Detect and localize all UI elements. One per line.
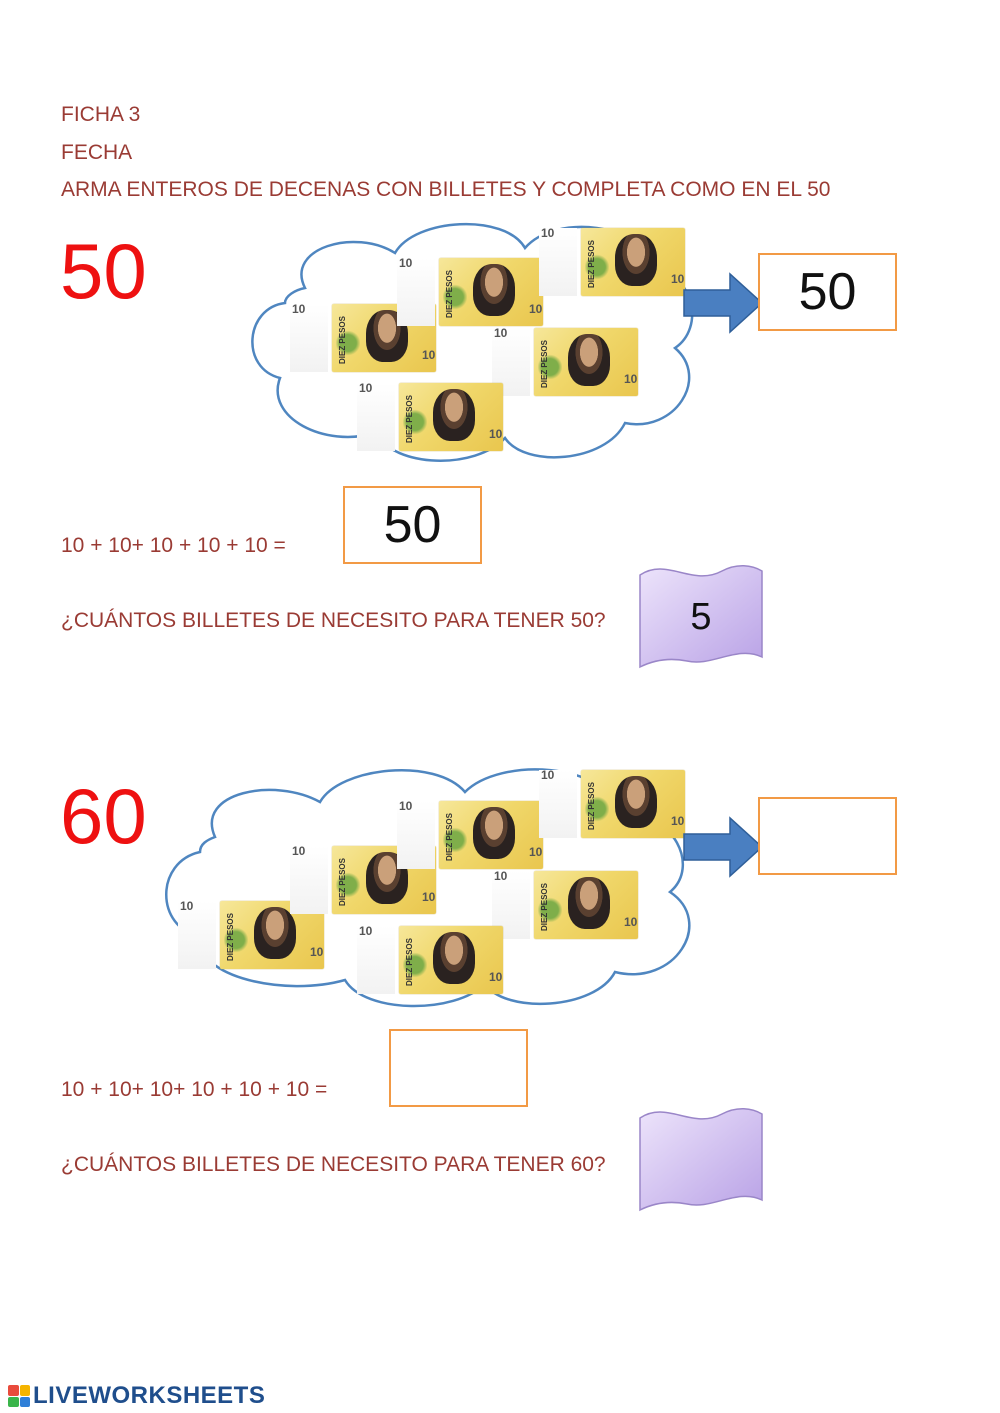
ten-peso-bill[interactable]: DIEZ PESOS 10 10	[176, 893, 326, 971]
banner-answer-slot	[637, 1104, 765, 1216]
sum-answer-input-60[interactable]	[391, 1030, 526, 1106]
liveworksheets-logo: LIVEWORKSHEETS	[8, 1382, 265, 1410]
answer-banner-60[interactable]	[637, 1104, 765, 1216]
sum-expression-60: 10 + 10+ 10+ 10 + 10 + 10 =	[61, 1078, 328, 1101]
question-60: ¿CUÁNTOS BILLETES DE NECESITO PARA TENER…	[61, 1153, 606, 1176]
sum-expression-50: 10 + 10+ 10 + 10 + 10 =	[61, 534, 286, 557]
target-number-60: 60	[60, 772, 147, 860]
result-box-50[interactable]: 50	[758, 253, 897, 331]
instruction-text: ARMA ENTEROS DE DECENAS CON BILLETES Y C…	[61, 178, 831, 201]
ten-peso-bill[interactable]: DIEZ PESOS 10 10	[490, 863, 640, 941]
target-number-50: 50	[60, 227, 147, 315]
right-arrow-icon	[683, 816, 764, 878]
banner-answer-value: 5	[690, 595, 712, 638]
question-50: ¿CUÁNTOS BILLETES DE NECESITO PARA TENER…	[61, 609, 606, 632]
banner-answer-input-60[interactable]	[659, 1137, 743, 1183]
sum-answer-value: 50	[383, 496, 442, 554]
result-value: 50	[798, 263, 857, 321]
ten-peso-bill[interactable]: DIEZ PESOS 10 10	[490, 320, 640, 398]
ten-peso-bill[interactable]: DIEZ PESOS 10 10	[355, 918, 505, 996]
ten-peso-bill[interactable]: DIEZ PESOS 10 10	[395, 250, 545, 328]
worksheet-number: FICHA 3	[61, 103, 141, 126]
sum-answer-box-50[interactable]: 50	[343, 486, 482, 564]
date-label: FECHA	[61, 141, 133, 164]
ten-peso-bill[interactable]: DIEZ PESOS 10 10	[395, 793, 545, 871]
ten-peso-bill[interactable]: DIEZ PESOS 10 10	[355, 375, 505, 453]
sum-answer-box-60[interactable]	[389, 1029, 528, 1107]
answer-banner-50[interactable]: 5	[637, 561, 765, 673]
right-arrow-icon	[683, 272, 764, 334]
result-input-60[interactable]	[760, 798, 895, 874]
brand-name: LIVEWORKSHEETS	[33, 1382, 266, 1409]
ten-peso-bill[interactable]: DIEZ PESOS 10 10	[537, 762, 687, 840]
ten-peso-bill[interactable]: DIEZ PESOS 10 10	[537, 220, 687, 298]
result-box-60[interactable]	[758, 797, 897, 875]
logo-mark-icon	[8, 1385, 30, 1407]
